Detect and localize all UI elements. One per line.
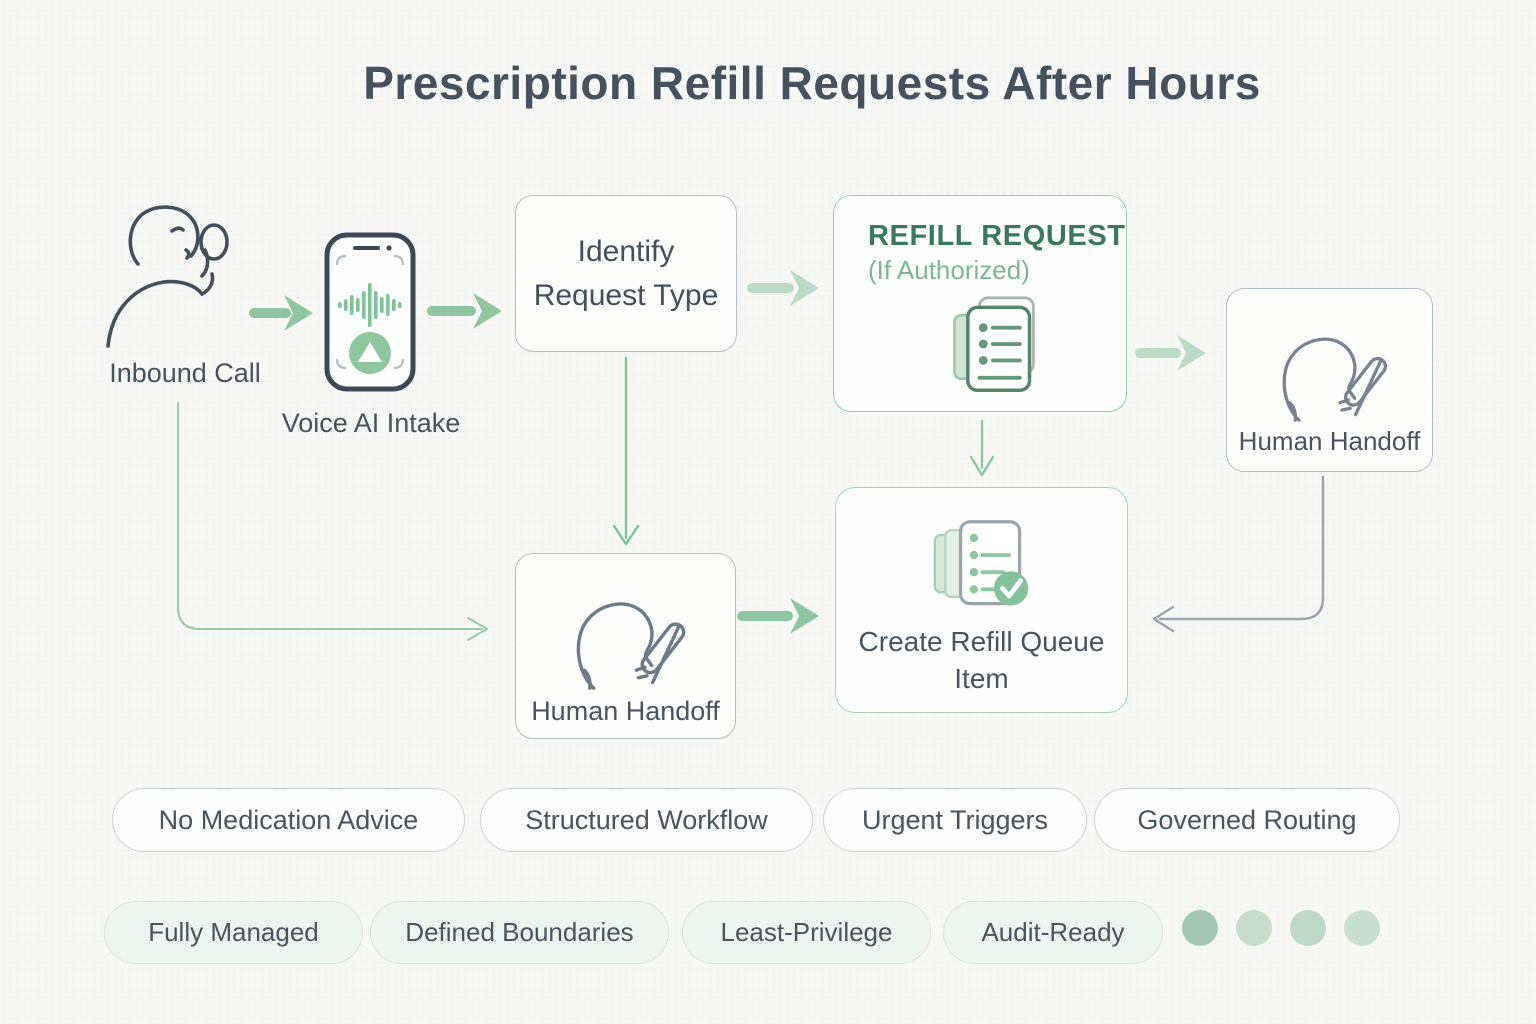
badge-urgent-triggers: Urgent Triggers [823,788,1087,852]
human-handoff-right-label: Human Handoff [1238,425,1421,456]
badge-label: Audit-Ready [981,917,1125,947]
caller-person-icon [106,205,229,348]
badge-defined-boundaries: Defined Boundaries [370,901,669,964]
progress-dot-3 [1290,910,1326,946]
arrow-inbound-to-voice [249,295,313,331]
arrow-handoff-to-create [737,598,819,634]
create-refill-queue-node: Create Refill Queue Item [835,487,1128,713]
arrow-voice-to-identify [427,293,502,329]
human-handoff-right-node: Human Handoff [1226,288,1433,472]
refill-request-node: REFILL REQUEST (If Authorized) [833,195,1127,412]
badge-governed-routing: Governed Routing [1094,788,1400,852]
inbound-call-label: Inbound Call [109,358,261,388]
voice-ai-phone-icon [324,232,416,392]
connector-identify-to-handoff [612,356,640,546]
badge-label: Urgent Triggers [861,804,1049,835]
badge-audit-ready: Audit-Ready [943,901,1163,964]
create-refill-queue-label: Create Refill Queue Item [858,626,1105,694]
badge-label: Governed Routing [1137,804,1357,835]
refill-request-subtitle: (If Authorized) [868,255,1030,285]
badge-label: No Medication Advice [158,804,419,835]
progress-dot-2 [1236,910,1272,946]
badge-least-privilege: Least-Privilege [682,901,931,964]
connector-inbound-to-handoff [177,402,488,641]
human-handoff-icon [576,601,685,690]
refill-document-icon [953,296,1035,393]
arrow-identify-to-refill [747,270,819,306]
voice-ai-intake-label: Voice AI Intake [281,408,461,438]
connector-refill-to-create [969,419,995,477]
badge-structured-workflow: Structured Workflow [480,788,813,852]
page-title: Prescription Refill Requests After Hours [363,57,1261,109]
progress-dot-1 [1182,910,1218,946]
badge-label: Structured Workflow [525,804,768,835]
identify-request-type-node: Identify Request Type [515,195,737,352]
human-handoff-icon [1282,337,1387,422]
refill-request-title: REFILL REQUEST [868,220,1126,252]
badge-fully-managed: Fully Managed [104,901,363,964]
badge-label: Least-Privilege [720,917,893,947]
connector-handoff-to-create [1152,475,1325,633]
progress-dot-4 [1344,910,1380,946]
human-handoff-center-label: Human Handoff [531,695,720,726]
badge-no-medication-advice: No Medication Advice [112,788,465,852]
arrow-refill-to-handoff [1135,335,1206,371]
badge-label: Defined Boundaries [405,917,634,947]
queue-item-check-icon [933,520,1028,606]
human-handoff-center-node: Human Handoff [515,553,736,739]
identify-request-type-label: Identify Request Type [533,235,719,312]
badge-label: Fully Managed [148,917,319,947]
